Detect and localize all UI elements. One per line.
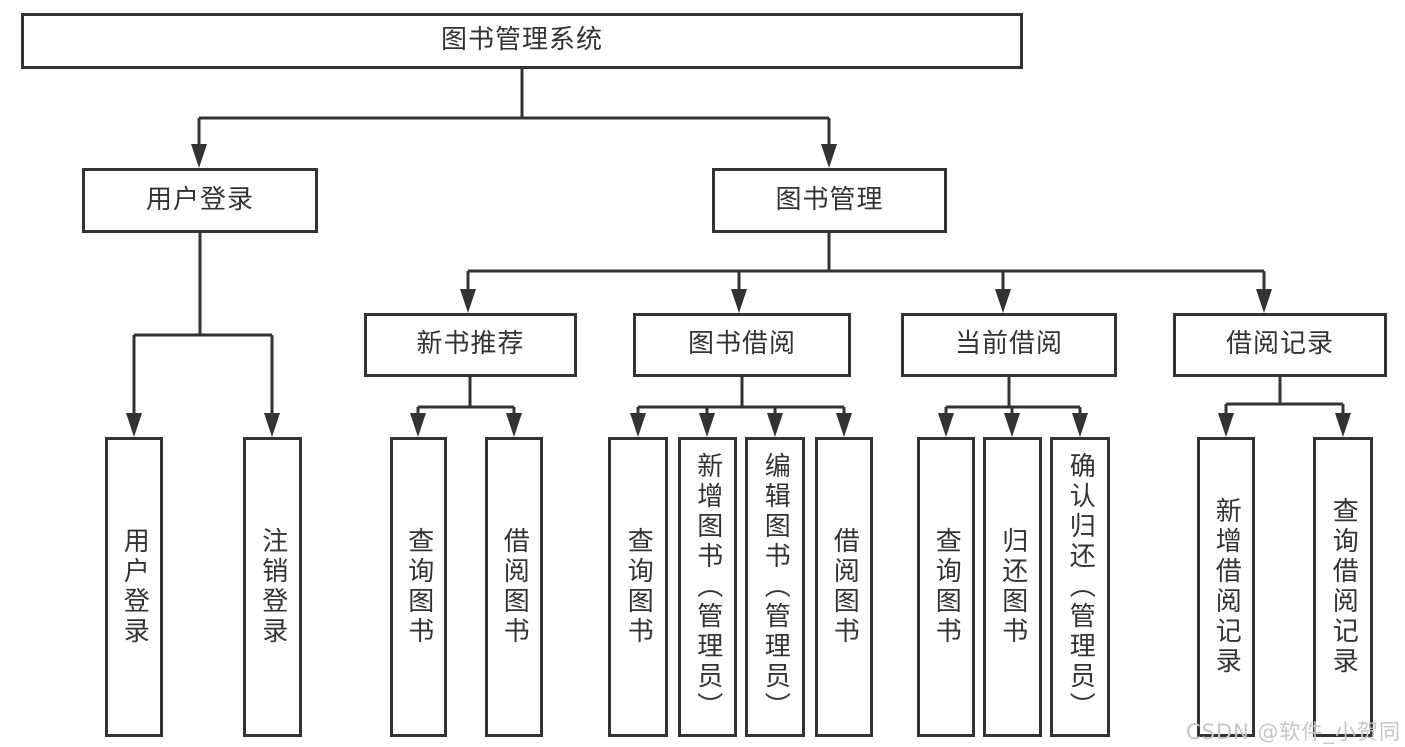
node-book-management: 图书管理 xyxy=(712,168,947,233)
node-label: 新增借阅记录 xyxy=(1211,497,1242,677)
leaf-query-books-borrowing: 查询图书 xyxy=(608,437,668,737)
node-label: 图书借阅 xyxy=(687,329,796,360)
leaf-return-books: 归还图书 xyxy=(983,437,1042,737)
leaf-borrow-books-recommend: 借阅图书 xyxy=(485,437,543,737)
leaf-logout-login: 注销登录 xyxy=(243,437,302,737)
node-borrowing-records: 借阅记录 xyxy=(1173,313,1387,377)
node-label: 借阅记录 xyxy=(1225,329,1334,360)
node-label: 借阅图书 xyxy=(829,527,860,647)
node-label: 编辑图书（管理员） xyxy=(760,452,791,722)
node-label: 用户登录 xyxy=(145,184,254,215)
node-label: 当前借阅 xyxy=(954,329,1063,360)
node-label: 借阅图书 xyxy=(499,527,530,647)
node-label: 图书管理 xyxy=(775,184,884,215)
node-label: 用户登录 xyxy=(119,527,150,647)
node-label: 确认归还（管理员） xyxy=(1065,452,1096,722)
leaf-query-books-recommend: 查询图书 xyxy=(390,437,447,737)
node-new-book-recommendation: 新书推荐 xyxy=(364,313,577,377)
node-book-borrowing: 图书借阅 xyxy=(633,313,851,377)
watermark-text: CSDN @软件_小贺同学 xyxy=(1186,720,1402,744)
leaf-add-books-admin: 新增图书（管理员） xyxy=(678,437,737,737)
node-label: 查询图书 xyxy=(623,527,654,647)
node-label: 查询图书 xyxy=(931,527,962,647)
node-label: 查询图书 xyxy=(403,527,434,647)
leaf-query-borrow-record: 查询借阅记录 xyxy=(1313,437,1373,737)
leaf-confirm-return-admin: 确认归还（管理员） xyxy=(1050,437,1110,737)
node-label: 查询借阅记录 xyxy=(1328,497,1359,677)
arrowheads xyxy=(126,144,1351,437)
node-library-system: 图书管理系统 xyxy=(21,13,1023,69)
node-user-login: 用户登录 xyxy=(82,168,318,233)
node-label: 注销登录 xyxy=(257,527,288,647)
leaf-query-books-current: 查询图书 xyxy=(917,437,975,737)
node-current-borrowing: 当前借阅 xyxy=(901,313,1117,377)
leaf-add-borrow-record: 新增借阅记录 xyxy=(1197,437,1255,737)
leaf-user-login: 用户登录 xyxy=(105,437,163,737)
node-label: 归还图书 xyxy=(997,527,1028,647)
node-label: 新书推荐 xyxy=(416,329,525,360)
leaf-edit-books-admin: 编辑图书（管理员） xyxy=(745,437,805,737)
node-label: 新增图书（管理员） xyxy=(692,452,723,722)
node-label: 图书管理系统 xyxy=(440,25,603,56)
leaf-borrow-books-borrowing: 借阅图书 xyxy=(815,437,873,737)
